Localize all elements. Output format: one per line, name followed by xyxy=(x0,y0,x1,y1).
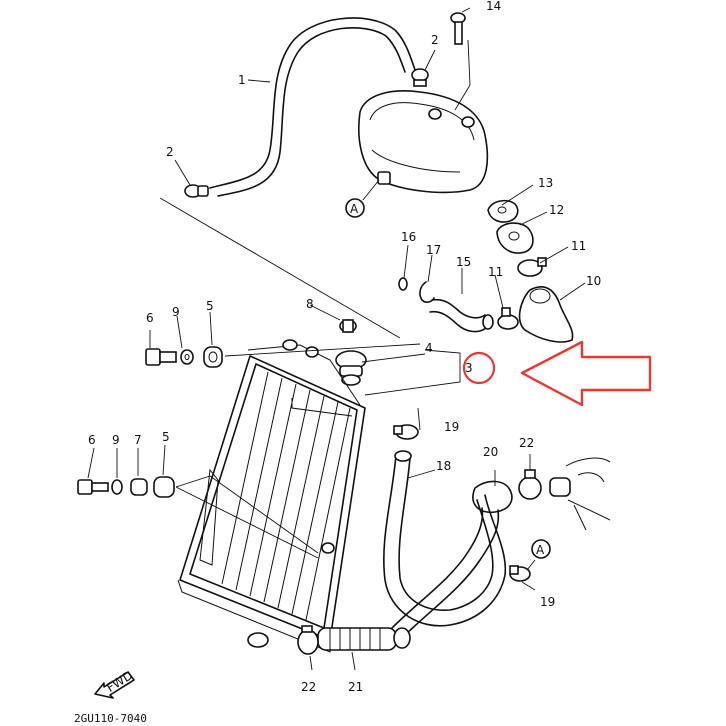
callout-18: 18 xyxy=(436,459,451,473)
gasket-13 xyxy=(487,199,519,223)
callout-2-top: 2 xyxy=(431,33,439,47)
hose-clamp-2-top xyxy=(411,68,429,87)
bolt-14 xyxy=(450,12,466,45)
callout-20: 20 xyxy=(483,445,498,459)
hose-1 xyxy=(209,17,416,197)
callout-22-right: 22 xyxy=(519,436,534,450)
hose-18 xyxy=(383,450,507,627)
bolt-6-lower xyxy=(77,479,109,495)
thermostat-cover xyxy=(358,90,489,194)
circlip-17 xyxy=(419,281,435,303)
hose-clamp-11-upper xyxy=(517,257,547,277)
drawing-code: 2GU110-7040 xyxy=(74,712,147,725)
hose-15 xyxy=(429,298,494,333)
callout-6-upper: 6 xyxy=(146,311,154,325)
callout-16: 16 xyxy=(401,230,416,244)
callout-11-upper: 11 xyxy=(571,239,586,253)
hose-clamp-22-bottom xyxy=(297,625,319,655)
hose-21-corrugated xyxy=(317,627,411,651)
hose-clamp-19-upper xyxy=(393,424,419,440)
o-ring-16 xyxy=(398,277,408,291)
radiator xyxy=(177,339,366,653)
hose-clamp-2-left xyxy=(184,184,209,198)
callout-13: 13 xyxy=(538,176,553,190)
leader-lines xyxy=(87,7,586,671)
callout-11-lower: 11 xyxy=(488,265,503,279)
ref-mark-a-bottom: A xyxy=(531,539,551,559)
callout-9-upper: 9 xyxy=(172,305,180,319)
hose-clamp-22-right xyxy=(518,469,542,500)
callout-12: 12 xyxy=(549,203,564,217)
callout-10: 10 xyxy=(586,274,601,288)
callout-5-upper: 5 xyxy=(206,299,214,313)
fwd-label: FWD xyxy=(104,668,135,695)
collar-7 xyxy=(130,478,148,496)
callout-1: 1 xyxy=(238,73,246,87)
engine-outlet-fitting xyxy=(549,457,611,531)
callout-6-lower: 6 xyxy=(88,433,96,447)
washer-9-lower xyxy=(111,479,123,495)
callout-7: 7 xyxy=(134,433,142,447)
hose-10 xyxy=(518,286,574,343)
grommet-5-upper xyxy=(203,346,223,368)
callout-8: 8 xyxy=(306,297,314,311)
callout-5-lower: 5 xyxy=(162,430,170,444)
fwd-arrow-icon: FWD xyxy=(94,668,135,699)
fitting-12 xyxy=(496,222,534,254)
radiator-cap xyxy=(335,350,367,386)
ref-mark-a-top-label: A xyxy=(350,202,359,216)
callout-2-left: 2 xyxy=(166,145,174,159)
highlight-arrow-icon xyxy=(520,340,652,407)
callout-19-upper: 19 xyxy=(444,420,459,434)
callout-4: 4 xyxy=(425,341,433,355)
hose-clamp-11-lower xyxy=(497,307,519,330)
highlight-annotation xyxy=(462,340,652,407)
callout-15: 15 xyxy=(456,255,471,269)
ref-mark-a-top: A xyxy=(345,198,365,218)
grommet-5-lower xyxy=(153,476,175,498)
ref-mark-a-bottom-label: A xyxy=(536,543,545,557)
callout-19-lower: 19 xyxy=(540,595,555,609)
hose-clamp-19-lower xyxy=(509,565,531,582)
callout-21: 21 xyxy=(348,680,363,694)
callout-14: 14 xyxy=(486,0,501,13)
highlight-circle xyxy=(462,351,496,385)
washer-9-upper xyxy=(180,349,194,365)
callout-22-bottom: 22 xyxy=(301,680,316,694)
callout-labels: 1 2 2 3 4 5 5 6 6 7 8 9 9 10 11 11 12 13… xyxy=(88,0,601,694)
hose-20 xyxy=(391,480,513,641)
callout-3: 3 xyxy=(465,361,473,375)
bolt-8 xyxy=(339,319,357,333)
callout-9-lower: 9 xyxy=(112,433,120,447)
callout-17: 17 xyxy=(426,243,441,257)
bolt-6-upper xyxy=(145,348,177,366)
radiator-core-fins xyxy=(221,371,351,621)
